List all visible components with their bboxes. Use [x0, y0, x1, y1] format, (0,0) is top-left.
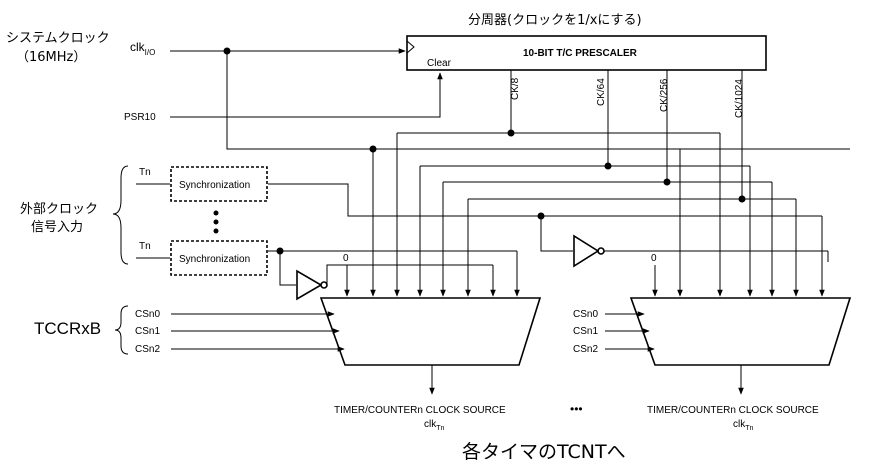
tap-ck256-label: CK/256 — [659, 78, 670, 112]
ellipsis: ••• — [570, 402, 583, 416]
zero-right-label: 0 — [651, 253, 657, 264]
clk-io-subscript: I/O — [145, 48, 156, 57]
tn-bottom-label: Tn — [139, 241, 151, 252]
tap-ck1024-label: CK/1024 — [734, 79, 745, 118]
ext-to-right-inverter — [540, 216, 573, 252]
inverter-left-out — [326, 264, 493, 285]
prescaler-caption: 分周器(クロックを1/xにする) — [468, 13, 642, 28]
tccrxb-label: TCCRxB — [34, 319, 101, 338]
ext-bottom-to-inverter — [279, 251, 296, 286]
psr10-label: PSR10 — [124, 112, 156, 123]
prescaler-clock-input-mark — [406, 40, 415, 54]
clk-io-label: clkI/O — [130, 40, 155, 57]
clear-label: Clear — [427, 58, 452, 69]
psr10-wire — [170, 72, 443, 118]
cs-right-0: CSn0 — [573, 309, 598, 320]
mux-left — [319, 297, 542, 366]
clk-io-direct-wire — [226, 51, 850, 150]
source-right-label: TIMER/COUNTERn CLOCK SOURCE — [647, 405, 819, 416]
system-clock-freq-label: （16MHz） — [16, 50, 86, 65]
clk-tn-left: clkTn — [424, 419, 445, 432]
inverter-left — [296, 269, 323, 301]
dot-3 — [213, 228, 219, 234]
sync-bottom-label: Synchronization — [179, 254, 250, 265]
external-clock-label-1: 外部クロック — [20, 202, 98, 217]
sync-top-box — [170, 166, 268, 202]
inverter-left-bubble — [320, 281, 328, 289]
zero-left-label: 0 — [343, 253, 349, 264]
sync-bottom-box — [170, 240, 268, 276]
junction-ck256 — [663, 178, 671, 186]
cs-right-2: CSn2 — [573, 344, 598, 355]
tap-ck8-label: CK/8 — [510, 77, 521, 100]
junction-ck8 — [507, 129, 515, 137]
cs-left-0: CSn0 — [135, 309, 160, 320]
dot-1 — [213, 210, 219, 216]
junction-ck1024 — [738, 195, 746, 203]
junction-ck64 — [604, 162, 612, 170]
source-left-label: TIMER/COUNTERn CLOCK SOURCE — [334, 405, 506, 416]
external-clock-brace — [112, 165, 129, 265]
inverter-right — [573, 234, 600, 268]
bus-ext-top — [268, 183, 822, 217]
dot-2 — [213, 219, 219, 225]
cs-left-2: CSn2 — [135, 344, 160, 355]
external-clock-label-2: 信号入力 — [31, 220, 83, 235]
mux-right — [629, 297, 852, 366]
system-clock-label: システムクロック — [6, 31, 110, 46]
clk-tn-right: clkTn — [733, 419, 754, 432]
cs-right-1: CSn1 — [573, 326, 598, 337]
sync-top-label: Synchronization — [179, 180, 250, 191]
bottom-note: 各タイマのTCNTへ — [462, 441, 626, 463]
tn-top-label: Tn — [139, 167, 151, 178]
cs-left-1: CSn1 — [135, 326, 160, 337]
tap-ck64-label: CK/64 — [596, 78, 607, 106]
inverter-right-bubble — [597, 247, 605, 255]
prescaler-name: 10-BIT T/C PRESCALER — [523, 48, 638, 59]
tccrxb-brace — [114, 305, 129, 355]
